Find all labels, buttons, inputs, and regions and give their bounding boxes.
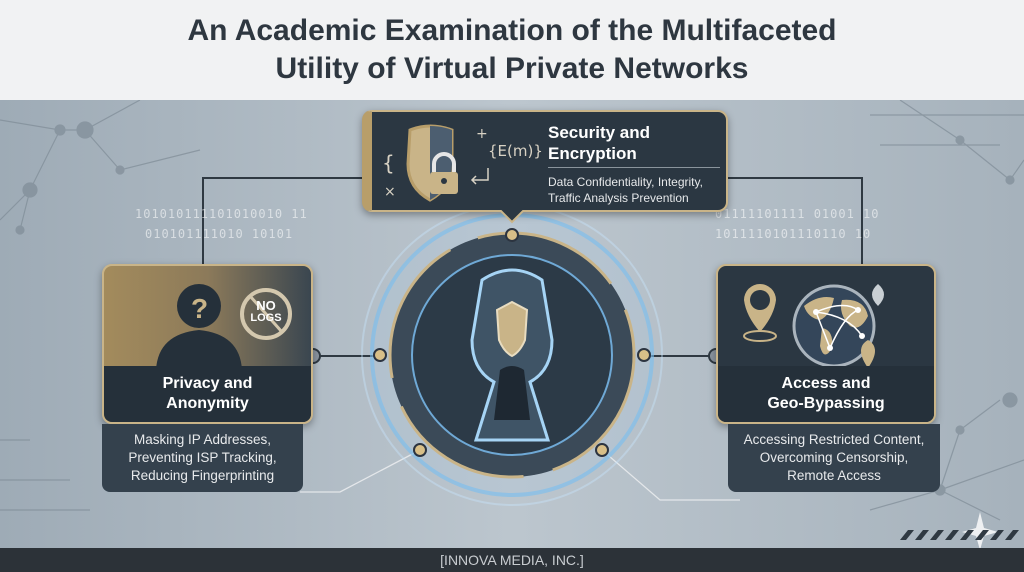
no-logs-badge-icon — [240, 288, 292, 340]
title-line-2: Utility of Virtual Private Networks — [275, 52, 749, 85]
lower-connectors — [300, 449, 740, 501]
network-nodes-decoration — [0, 100, 1024, 521]
privacy-description: Masking IP Addresses,Preventing ISP Trac… — [102, 424, 303, 492]
title-line-1: An Academic Examination of the Multiface… — [187, 14, 837, 47]
center-emblem — [305, 204, 724, 506]
title-banner: An Academic Examination of the Multiface… — [0, 0, 1024, 100]
background-network — [0, 100, 1024, 548]
svg-text:{: { — [382, 151, 395, 175]
divider — [548, 167, 720, 168]
globe-network-icon — [743, 284, 884, 368]
svg-text:?: ? — [191, 293, 208, 324]
footer-credit: [INNOVA MEDIA, INC.] — [0, 548, 1024, 572]
footer-stripes — [900, 530, 1019, 540]
svg-text:×: × — [384, 184, 396, 200]
location-pin-icon — [750, 290, 770, 310]
shield-lock-icon: { × + — [382, 124, 489, 202]
shield-icon — [495, 300, 529, 358]
connector-lines — [202, 177, 863, 357]
svg-text:+: + — [476, 126, 488, 142]
sparkle-icon — [962, 512, 998, 548]
card-description: Data Confidentiality, Integrity,Traffic … — [548, 175, 703, 205]
connector-dots — [373, 228, 651, 457]
anonymous-person-icon: ? — [156, 284, 292, 370]
access-description: Accessing Restricted Content,Overcoming … — [728, 424, 940, 492]
encryption-formula: {E(m)} — [488, 142, 543, 160]
callout-pointer — [500, 210, 524, 224]
